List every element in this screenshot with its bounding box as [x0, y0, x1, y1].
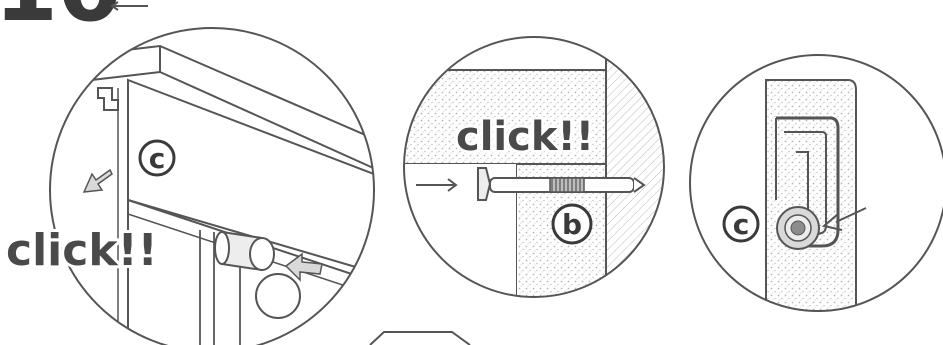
badge-c-right-letter: c — [733, 208, 750, 241]
knob-icon — [215, 232, 274, 270]
badge-c-left-letter: c — [149, 142, 166, 175]
click-label-middle: click!! — [456, 114, 594, 160]
panel-3: c — [690, 50, 943, 330]
step-number: 10 — [0, 0, 122, 42]
panel-1: c click!! — [6, 20, 400, 345]
badge-c-left: c — [140, 141, 174, 175]
click-label-left: click!! — [6, 225, 158, 276]
badge-b-letter: b — [562, 208, 582, 241]
round-knob-icon — [777, 207, 819, 249]
step-underline-swoosh — [112, 2, 148, 10]
next-step-fragment — [370, 332, 470, 345]
badge-c-right: c — [724, 207, 758, 241]
panel-2: click!! b — [400, 30, 686, 324]
badge-b: b — [553, 205, 591, 243]
round-cap — [256, 274, 300, 318]
